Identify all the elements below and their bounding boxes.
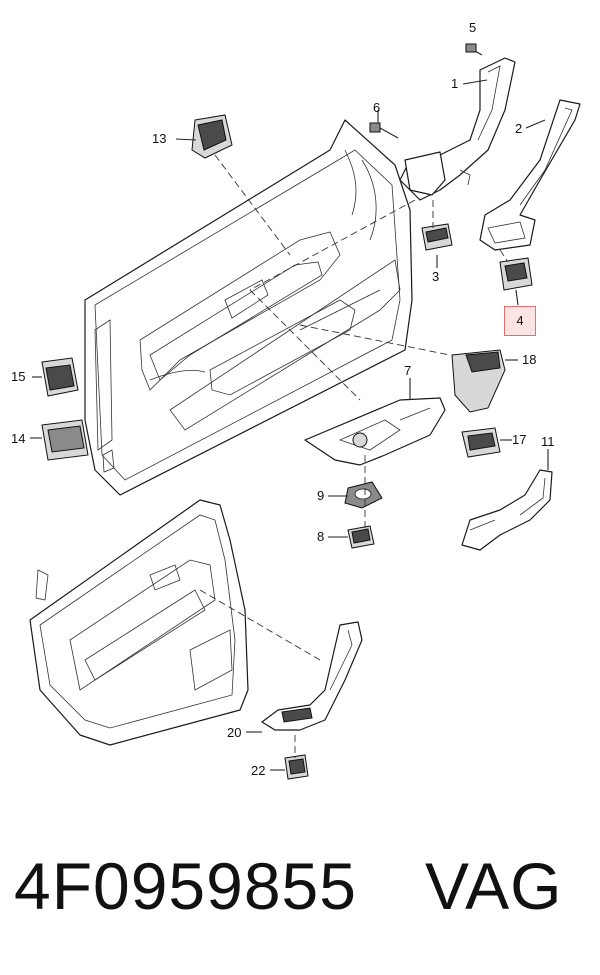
callout-14: 14: [11, 431, 26, 446]
callout-3: 3: [432, 269, 440, 284]
part-13-switch: [175, 114, 233, 159]
parts-exploded-diagram: [29, 43, 581, 780]
part-11-handle: [461, 469, 553, 551]
callout-5: 5: [469, 20, 477, 35]
callout-20: 20: [227, 725, 242, 740]
part-3-clip: [421, 223, 453, 251]
part-7-panel: [304, 397, 446, 466]
part-2-trim: [479, 99, 581, 251]
part-15-switch: [32, 357, 79, 397]
callout-4: 4: [504, 306, 536, 336]
callout-18: 18: [522, 352, 537, 367]
part-17-switch: [461, 427, 501, 458]
door-panel-lower: [29, 499, 249, 746]
callout-11: 11: [541, 434, 555, 449]
callout-15: 15: [11, 369, 26, 384]
callout-2: 2: [515, 121, 523, 136]
part-14-switch: [30, 419, 89, 461]
assembly-lines: [199, 154, 509, 758]
part-number: 4F0959855: [14, 849, 357, 923]
callout-labels: 1 2 3 4 5 6 7 8 9 11 13 14 15 17 18 20 2…: [11, 20, 555, 778]
part-4-switch: [499, 257, 533, 306]
part-18-cap: [451, 349, 518, 413]
callout-4-label: 4: [516, 313, 524, 328]
callout-8: 8: [317, 529, 325, 544]
part-20-handle: [261, 621, 363, 731]
part-6-screw: [369, 122, 399, 139]
part-22-clip: [284, 754, 309, 780]
callout-13: 13: [152, 131, 167, 146]
part-9-ring: [344, 481, 383, 509]
brand-name: VAG: [425, 849, 563, 923]
callout-9: 9: [317, 488, 325, 503]
callout-7: 7: [404, 363, 412, 378]
callout-17: 17: [512, 432, 527, 447]
callout-6: 6: [373, 100, 381, 115]
callout-1: 1: [451, 76, 459, 91]
leader-lines: [246, 79, 549, 771]
door-panel-upper: [84, 119, 413, 496]
part-1-bracket: [399, 43, 516, 201]
callout-22: 22: [251, 763, 266, 778]
part-8-knob: [347, 525, 375, 549]
